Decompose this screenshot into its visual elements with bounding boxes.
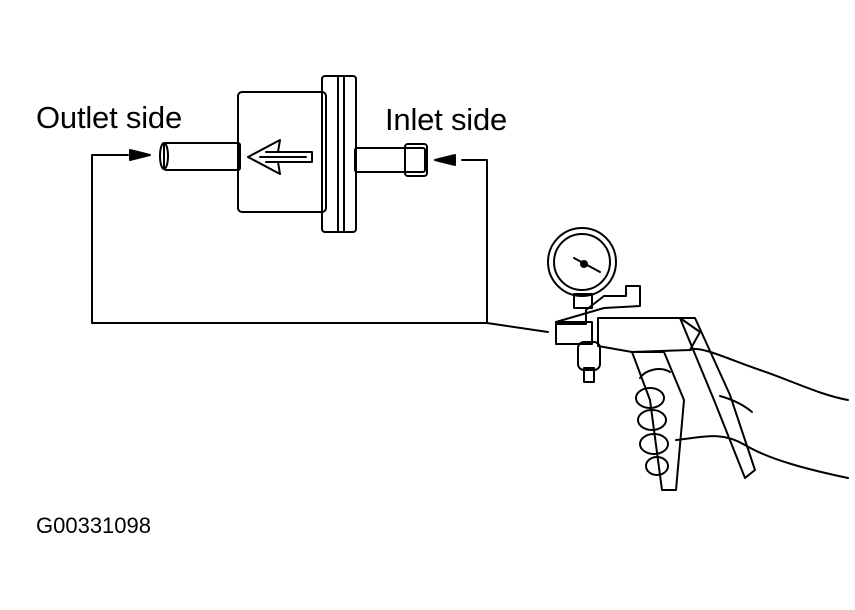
vacuum-hose (91, 154, 549, 333)
flow-direction-arrow-icon (247, 139, 313, 175)
fuel-filter-icon (159, 75, 428, 233)
inlet-side-label: Inlet side (385, 102, 508, 137)
hand-vacuum-pump-icon (547, 227, 756, 491)
hand-icon (635, 348, 849, 479)
outlet-side-label: Outlet side (36, 100, 182, 135)
figure-code: G00331098 (36, 513, 151, 538)
hose-arrow-outlet-icon (129, 149, 151, 161)
pressure-gauge-icon (547, 227, 617, 309)
hose-arrow-inlet-icon (434, 154, 456, 166)
